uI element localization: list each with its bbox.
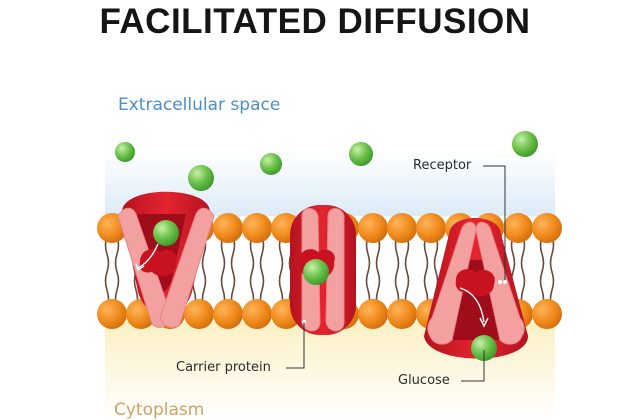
carrier-protein-open-outside	[117, 191, 215, 328]
phospholipid-head	[532, 299, 562, 329]
glucose-molecule	[115, 142, 135, 162]
phospholipid-head	[242, 213, 272, 243]
phospholipid-head	[358, 299, 388, 329]
lipid-tail	[365, 235, 371, 309]
lipid-tail	[114, 235, 120, 309]
cytoplasm-label: Cytoplasm	[114, 400, 205, 420]
lipid-tail	[404, 235, 410, 309]
glucose-label: Glucose	[398, 373, 450, 388]
phospholipid-head	[387, 299, 417, 329]
glucose-molecule	[188, 165, 214, 191]
lipid-tail	[278, 235, 284, 309]
extracellular-space-label: Extracellular space	[118, 95, 281, 115]
carrier-protein-label: Carrier protein	[176, 360, 271, 375]
receptor-label: Receptor	[413, 158, 472, 173]
glucose-molecule	[349, 142, 373, 166]
glucose-molecules	[115, 131, 538, 361]
glucose-molecule	[512, 131, 538, 157]
glucose-molecule	[260, 153, 282, 175]
phospholipid-head	[532, 213, 562, 243]
glucose-bound-left	[153, 220, 179, 246]
phospholipid-head	[213, 213, 243, 243]
phospholipid-head	[97, 299, 127, 329]
lipid-tail	[539, 235, 545, 309]
lipid-tail	[230, 235, 236, 309]
phospholipid-head	[213, 299, 243, 329]
glucose-leader	[461, 350, 485, 382]
phospholipid-head	[416, 213, 446, 243]
phospholipid-head	[503, 213, 533, 243]
callout-lines	[286, 165, 507, 382]
lipid-tail	[220, 235, 226, 309]
phospholipid-head	[358, 213, 388, 243]
lipid-tail	[249, 235, 255, 309]
glucose-bound-middle	[303, 259, 329, 285]
phospholipid-head	[242, 299, 272, 329]
lipid-tail	[375, 235, 381, 309]
lipid-tail	[549, 235, 555, 309]
carrier-protein-leader	[286, 322, 305, 369]
lipid-tail	[201, 235, 207, 309]
phospholipid-head	[387, 213, 417, 243]
lipid-tail	[394, 235, 400, 309]
lipid-tail	[520, 235, 526, 309]
diagram-title: FACILITATED DIFFUSION	[99, 2, 531, 41]
lipid-tail	[423, 235, 429, 309]
receptor-leader	[483, 165, 506, 282]
carrier-protein-open-inside	[424, 218, 528, 359]
phospholipid-head	[184, 299, 214, 329]
lipid-tail	[259, 235, 265, 309]
glucose-released	[471, 335, 497, 361]
lipid-tail	[104, 235, 110, 309]
